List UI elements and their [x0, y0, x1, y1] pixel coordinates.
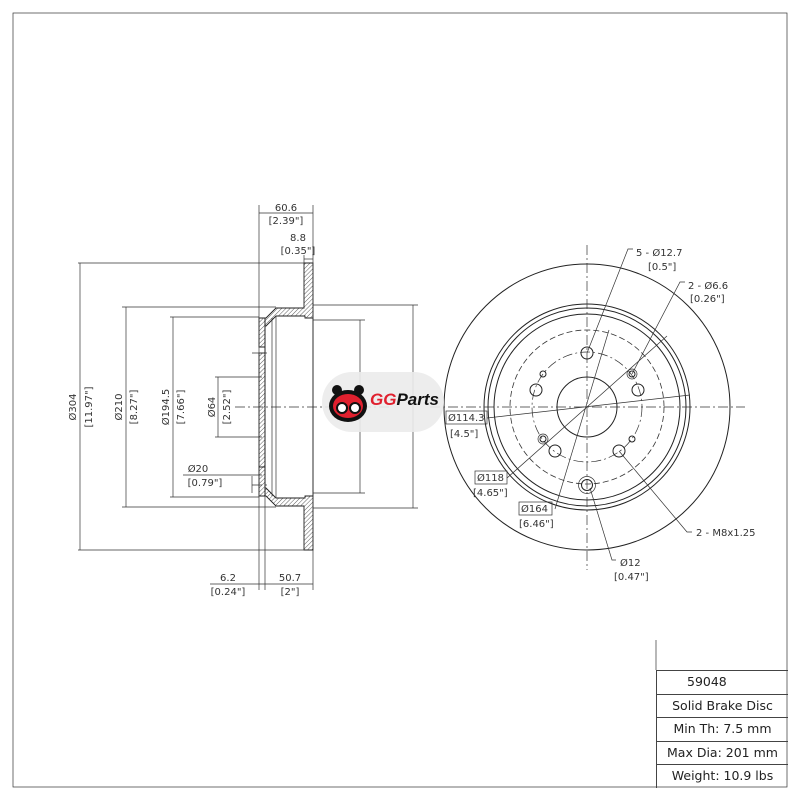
- label-164-in: [6.46"]: [519, 519, 554, 530]
- section-upper: [258, 262, 314, 348]
- logo-text-gg: GG: [370, 390, 397, 409]
- drawing-frame: [12, 12, 788, 788]
- dim-194-5-in: [7.66"]: [176, 390, 187, 425]
- dim-50-7-in: [2"]: [281, 587, 300, 598]
- dim-210-in: [8.27"]: [129, 390, 140, 425]
- part-type: Solid Brake Disc: [657, 693, 788, 718]
- dim-194-5: Ø194.5: [160, 389, 172, 426]
- label-118-in: [4.65"]: [473, 488, 508, 499]
- dim-210: Ø210: [113, 394, 125, 421]
- label-118: Ø118: [477, 472, 504, 484]
- min-thickness: Min Th: 7.5 mm: [657, 717, 788, 741]
- dim-6-2-in: [0.24"]: [211, 587, 246, 598]
- weight: Weight: 10.9 lbs: [657, 764, 788, 788]
- mounting-face: [258, 352, 266, 468]
- label-threaded-holes: 2 - M8x1.25: [696, 528, 756, 539]
- label-lug-holes: 5 - Ø12.7: [636, 247, 682, 259]
- label-lug-holes-in: [0.5"]: [648, 262, 676, 273]
- dim-304-in: [11.97"]: [84, 386, 95, 427]
- dim-20-in: [0.79"]: [188, 478, 223, 489]
- dim-60-6: 60.6: [275, 203, 297, 214]
- label-bolt-circle-in: [4.5"]: [450, 429, 478, 440]
- dim-8-8-in: [0.35"]: [281, 246, 316, 257]
- spec-table: 59048 Solid Brake Disc Min Th: 7.5 mm Ma…: [656, 670, 788, 788]
- dim-60-6-in: [2.39"]: [269, 216, 304, 227]
- dim-8-8: 8.8: [290, 233, 306, 244]
- dim-304: Ø304: [67, 394, 79, 421]
- section-lower: [258, 466, 314, 551]
- mascot-icon: [329, 385, 367, 422]
- part-number: 59048: [657, 670, 788, 694]
- label-bolt-circle: Ø114.3: [448, 412, 485, 424]
- label-locator-hole-in: [0.47"]: [614, 572, 649, 583]
- dim-6-2: 6.2: [220, 573, 236, 584]
- front-view: 5 - Ø12.7 [0.5"] 2 - Ø6.6 [0.26"] Ø114.3…: [430, 245, 756, 583]
- label-164: Ø164: [521, 503, 548, 515]
- label-small-holes-in: [0.26"]: [690, 294, 725, 305]
- ggparts-logo: GGParts: [322, 372, 444, 432]
- lug-holes: [529, 346, 645, 458]
- logo-text-parts: Parts: [396, 390, 439, 409]
- max-diameter: Max Dia: 201 mm: [657, 740, 788, 765]
- label-locator-hole: Ø12: [620, 557, 641, 569]
- dim-64: Ø64: [206, 397, 218, 418]
- dim-64-in: [2.52"]: [222, 390, 233, 425]
- label-small-holes: 2 - Ø6.6: [688, 280, 728, 292]
- dim-20: Ø20: [188, 463, 209, 475]
- dim-50-7: 50.7: [279, 573, 301, 584]
